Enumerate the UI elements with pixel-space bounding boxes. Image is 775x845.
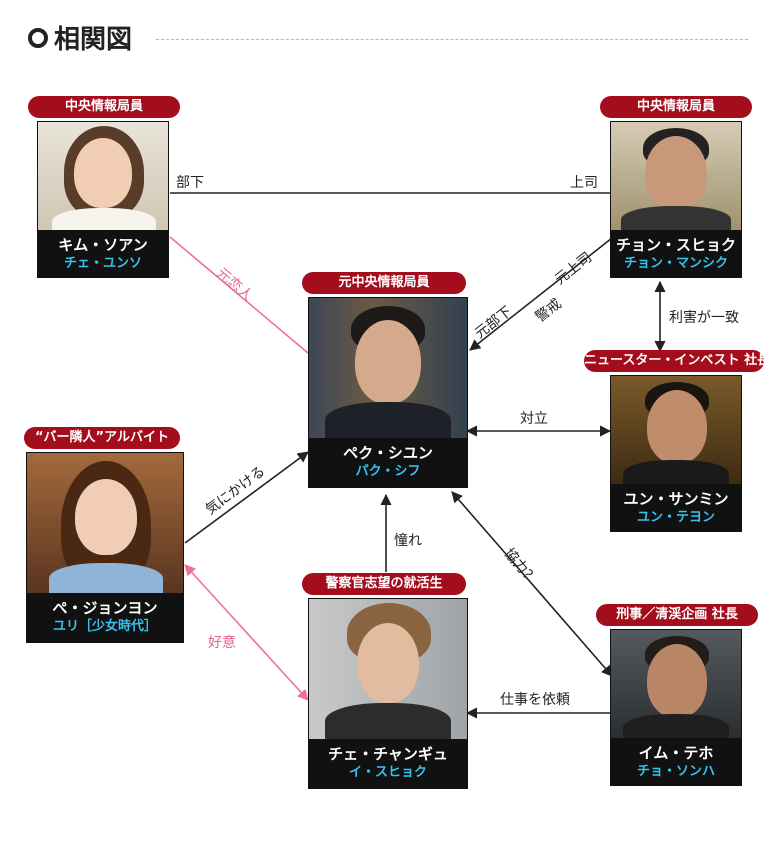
character-name: チョン・スヒョク	[615, 236, 736, 254]
actor-name: イ・スヒョク	[348, 765, 427, 780]
circle-bullet-icon	[28, 28, 48, 48]
character-card-yun[interactable]: ニュースター・インベスト 社長 ユン・サンミン ユン・テヨン	[584, 350, 770, 538]
label-koui: 好意	[208, 635, 236, 651]
label-tairitsu: 対立	[520, 411, 548, 427]
actor-name: チョ・ソンハ	[636, 764, 715, 779]
character-photo	[610, 375, 742, 485]
character-name: キム・ソアン	[58, 236, 148, 254]
label-akogare: 憧れ	[394, 533, 422, 549]
label-bukka: 部下	[176, 175, 204, 191]
role-badge: 元中央情報局員	[302, 272, 466, 294]
role-badge: “バー隣人”アルバイト	[24, 427, 180, 449]
page-title: 相関図	[54, 25, 133, 55]
character-name: チェ・チャンギュ	[328, 745, 448, 763]
character-photo	[308, 598, 468, 740]
character-name: ユン・サンミン	[623, 490, 729, 508]
dotted-divider	[156, 39, 748, 40]
character-card-baek[interactable]: 元中央情報局員 ペク・シユン パク・シフ	[300, 272, 472, 494]
character-card-bae[interactable]: “バー隣人”アルバイト ぺ・ジョンヨン ユリ［少女時代］	[20, 427, 190, 649]
character-nameplate: ぺ・ジョンヨン ユリ［少女時代］	[26, 593, 184, 643]
role-badge: 中央情報局員	[28, 96, 180, 118]
label-rigai: 利害が一致	[669, 310, 739, 326]
section-header: 相関図	[28, 20, 748, 60]
actor-name: パク・シフ	[355, 464, 421, 479]
character-name: ペク・シユン	[343, 444, 433, 462]
character-photo	[37, 121, 169, 231]
role-badge: 中央情報局員	[600, 96, 752, 118]
line-jeon-baek	[469, 237, 613, 351]
role-badge: 警察官志望の就活生	[302, 573, 466, 595]
character-photo	[308, 297, 468, 439]
actor-name: チェ・ユンソ	[63, 256, 142, 271]
role-badge: ニュースター・インベスト 社長	[584, 350, 770, 372]
actor-name: ユリ［少女時代］	[52, 619, 157, 634]
character-card-kim[interactable]: 中央情報局員 キム・ソアン チェ・ユンソ	[28, 96, 180, 284]
line-bae-baek	[184, 451, 309, 544]
character-card-jeon[interactable]: 中央情報局員 チョン・スヒョク チョン・マンシク	[600, 96, 752, 284]
character-card-lim[interactable]: 刑事／清渓企画 社長 イム・テホ チョ・ソンハ	[596, 604, 758, 794]
actor-name: ユン・テヨン	[636, 510, 715, 525]
character-photo	[610, 629, 742, 739]
character-nameplate: チョン・スヒョク チョン・マンシク	[610, 230, 742, 278]
character-card-choi[interactable]: 警察官志望の就活生 チェ・チャンギュ イ・スヒョク	[300, 573, 472, 795]
line-baek-lim	[451, 491, 613, 677]
actor-name: チョン・マンシク	[623, 256, 728, 271]
character-photo	[26, 452, 184, 594]
character-photo	[610, 121, 742, 231]
character-nameplate: チェ・チャンギュ イ・スヒョク	[308, 739, 468, 789]
role-badge: 刑事／清渓企画 社長	[596, 604, 758, 626]
character-nameplate: イム・テホ チョ・ソンハ	[610, 738, 742, 786]
line-bae-choi	[184, 564, 309, 701]
label-joshi: 上司	[570, 175, 598, 191]
line-kim-baek	[169, 236, 309, 354]
label-shigoto: 仕事を依頼	[500, 692, 570, 708]
character-nameplate: ペク・シユン パク・シフ	[308, 438, 468, 488]
character-name: ぺ・ジョンヨン	[52, 599, 158, 617]
character-nameplate: キム・ソアン チェ・ユンソ	[37, 230, 169, 278]
character-name: イム・テホ	[638, 744, 714, 762]
character-nameplate: ユン・サンミン ユン・テヨン	[610, 484, 742, 532]
